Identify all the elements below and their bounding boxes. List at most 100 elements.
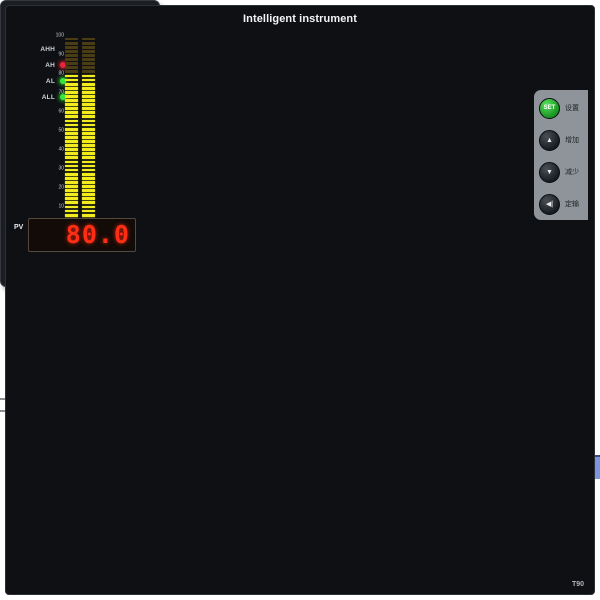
- bargraph-segment: [82, 45, 95, 49]
- bargraph-segment: [65, 144, 78, 147]
- bargraph-segment: [65, 90, 78, 94]
- bargraph-segment: [65, 193, 78, 197]
- bargraph-column-right: [82, 36, 95, 226]
- bargraph-tick-label: 40: [58, 146, 64, 153]
- bargraph-segment: [65, 70, 78, 74]
- bargraph-segment: [82, 58, 95, 61]
- bargraph-segment: [65, 164, 78, 168]
- bargraph-segment: [82, 176, 95, 180]
- bargraph-segment: [82, 41, 95, 45]
- bargraph-segment: [65, 205, 78, 209]
- bargraph-column-left: [65, 36, 78, 226]
- bargraph-tick-label: 50: [58, 127, 64, 134]
- bargraph-segment: [82, 127, 95, 131]
- level-bargraph: 1009080706050403020100: [52, 32, 98, 228]
- bargraph-segment: [82, 107, 95, 111]
- bargraph-segment: [82, 99, 95, 102]
- bargraph-segment: [82, 86, 95, 90]
- bargraph-segment: [82, 115, 95, 119]
- bargraph-segment: [82, 119, 95, 123]
- bargraph-segment: [82, 189, 95, 192]
- bargraph-segment: [82, 193, 95, 197]
- alarm-label-ah: AH: [45, 61, 55, 69]
- instrument-title: Intelligent instrument: [242, 13, 358, 25]
- bargraph-segment: [82, 205, 95, 209]
- bargraph-segment: [65, 140, 78, 143]
- bargraph-segment: [65, 148, 78, 152]
- instrument-button-panel[interactable]: SET 设置 ▲ 增加 ▼ 减少 ◀| 定输: [534, 90, 588, 220]
- alarm-lamp-al-icon: [60, 78, 66, 84]
- alarm-row-al: AL: [14, 74, 66, 88]
- bargraph-segment: [82, 135, 95, 139]
- digital-display: 80.0: [28, 218, 136, 252]
- increase-arrow-icon[interactable]: ▲: [539, 129, 560, 151]
- bargraph-tick-label: 90: [58, 51, 64, 58]
- bargraph-segment: [65, 160, 78, 164]
- bargraph-tick-label: 80: [58, 70, 64, 77]
- bargraph-segment: [65, 119, 78, 123]
- alarm-row-ahh: AHH: [14, 42, 66, 56]
- bargraph-segment: [65, 135, 78, 139]
- button-decrease[interactable]: ▼ 减少: [534, 158, 588, 186]
- bargraph-segment: [65, 152, 78, 156]
- bargraph-segment: [65, 185, 78, 188]
- button-set[interactable]: SET 设置: [534, 94, 588, 122]
- bargraph-segment: [82, 164, 95, 168]
- bargraph-segment: [65, 197, 78, 201]
- bargraph-segment: [65, 168, 78, 172]
- bargraph-segment: [65, 107, 78, 111]
- bargraph-segment: [65, 74, 78, 78]
- button-shift[interactable]: ◀| 定输: [534, 190, 588, 218]
- bargraph-segment: [82, 201, 95, 205]
- bargraph-segment: [82, 123, 95, 127]
- bargraph-segment: [65, 123, 78, 127]
- display-value: 80.0: [65, 220, 130, 249]
- bargraph-segment: [82, 54, 95, 57]
- bargraph-segment: [65, 82, 78, 86]
- bargraph-segment: [65, 172, 78, 176]
- alarm-label-all: ALL: [41, 93, 55, 101]
- alarm-label-ahh: AHH: [40, 45, 55, 53]
- bargraph-segment: [82, 152, 95, 156]
- set-button-icon[interactable]: SET: [539, 97, 560, 119]
- alarm-row-ah: AH: [14, 58, 66, 72]
- bargraph-segment: [82, 144, 95, 147]
- bargraph-segment: [65, 156, 78, 160]
- bargraph-segment: [65, 99, 78, 102]
- bargraph-segment: [65, 201, 78, 205]
- instrument-model-label: T90: [571, 581, 584, 588]
- alarm-lamp-ah-icon: [60, 62, 66, 68]
- bargraph-segment: [82, 78, 95, 82]
- bargraph-segment: [82, 131, 95, 135]
- bargraph-segment: [65, 45, 78, 49]
- bargraph-scale: 1009080706050403020100: [52, 32, 65, 228]
- shift-left-arrow-icon[interactable]: ◀|: [539, 193, 560, 215]
- bargraph-segment: [82, 103, 95, 106]
- bargraph-segment: [82, 197, 95, 201]
- bargraph-segment: [82, 172, 95, 176]
- pv-label: PV: [14, 224, 24, 231]
- bargraph-segment: [82, 70, 95, 74]
- bargraph-segment: [65, 41, 78, 45]
- bargraph-segment: [65, 86, 78, 90]
- decrease-arrow-icon[interactable]: ▼: [539, 161, 560, 183]
- bargraph-segment: [82, 156, 95, 160]
- bargraph-segment: [65, 115, 78, 119]
- bargraph-tick-label: 100: [55, 32, 64, 39]
- bargraph-segment: [65, 131, 78, 135]
- bargraph-segment: [82, 213, 95, 217]
- bargraph-segment: [65, 209, 78, 213]
- bargraph-segment: [65, 49, 78, 53]
- bargraph-segment: [82, 95, 95, 98]
- button-increase[interactable]: ▲ 增加: [534, 126, 588, 154]
- bargraph-segment: [82, 160, 95, 164]
- bargraph-tick-label: 70: [58, 89, 64, 96]
- bargraph-segment: [65, 37, 78, 41]
- bargraph-segment: [82, 74, 95, 78]
- bargraph-segment: [82, 148, 95, 152]
- alarm-label-al: AL: [45, 77, 55, 85]
- bargraph-segment: [82, 66, 95, 70]
- bargraph-segment: [65, 189, 78, 192]
- bargraph-segment: [65, 176, 78, 180]
